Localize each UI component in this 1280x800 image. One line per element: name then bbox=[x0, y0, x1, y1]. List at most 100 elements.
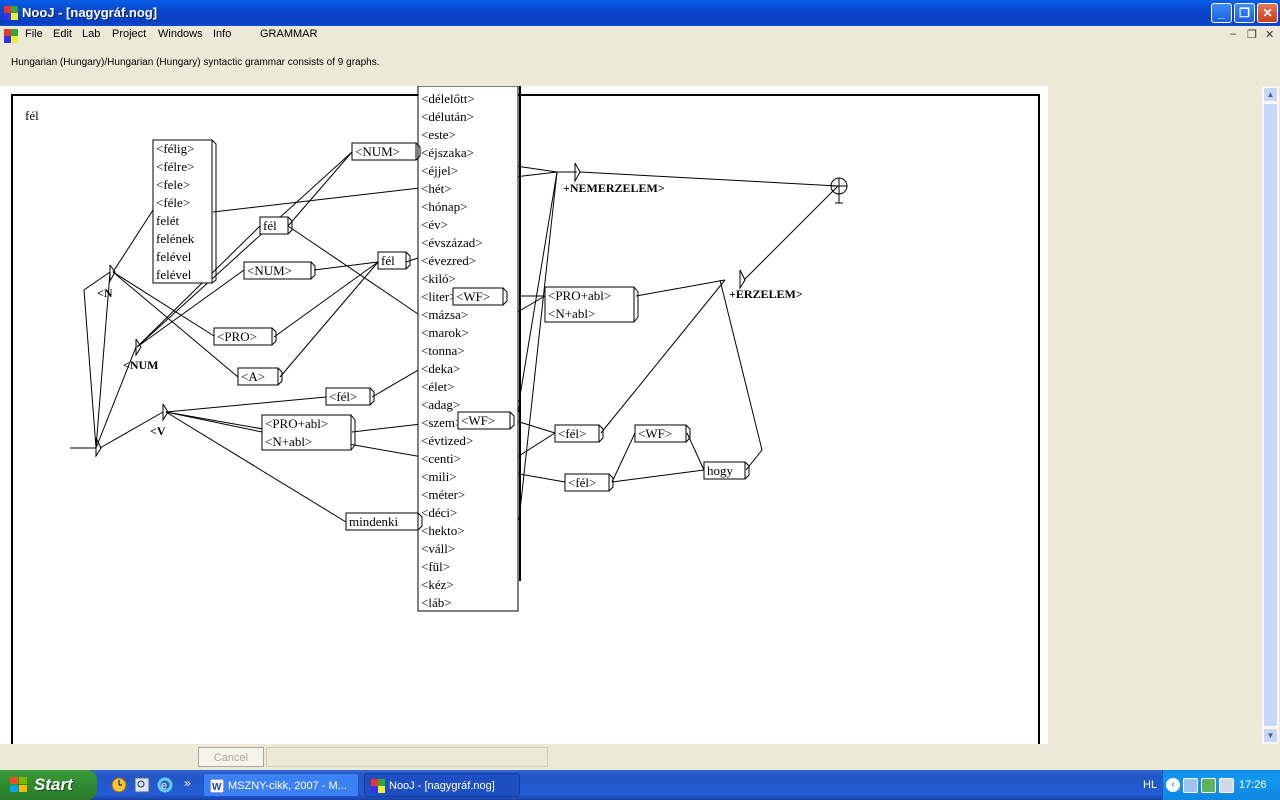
tray-expand-icon[interactable]: ‹ bbox=[1166, 778, 1180, 792]
network-icon[interactable] bbox=[1183, 778, 1198, 793]
quicklaunch-search-icon[interactable] bbox=[134, 777, 150, 793]
svg-text:fél: fél bbox=[381, 253, 395, 268]
svg-text:W: W bbox=[212, 782, 222, 793]
node-fel-e: <fél> bbox=[564, 473, 614, 492]
listbox-a-item: felével bbox=[156, 267, 192, 282]
node-fel-d: <fél> bbox=[554, 424, 604, 443]
security-icon[interactable] bbox=[1201, 778, 1216, 793]
menu-grammar[interactable]: GRAMMAR bbox=[260, 28, 318, 40]
node-wf-b: <WF> bbox=[457, 411, 515, 430]
mdi-close-button[interactable]: ✕ bbox=[1265, 29, 1275, 41]
task-mszny[interactable]: W MSZNY-cikk, 2007 - M... bbox=[203, 773, 359, 797]
window-title: NooJ - [nagygráf.nog] bbox=[22, 5, 158, 20]
label-nemerzelem: +NEMERZELEM> bbox=[563, 181, 665, 195]
menu-file[interactable]: File bbox=[25, 28, 43, 40]
svg-text:<NUM>: <NUM> bbox=[355, 144, 400, 159]
menu-project[interactable]: Project bbox=[112, 28, 147, 40]
window-titlebar[interactable]: NooJ - [nagygráf.nog] _ ❐ ✕ bbox=[0, 0, 1280, 26]
listbox-b-item: <hónap> bbox=[421, 199, 467, 214]
listbox-b-item: <élet> bbox=[421, 379, 454, 394]
svg-text:<PRO>: <PRO> bbox=[217, 329, 257, 344]
listbox-b-item: <deka> bbox=[421, 361, 460, 376]
listbox-b-item: <láb> bbox=[421, 595, 452, 610]
quicklaunch-overflow[interactable]: » bbox=[184, 776, 191, 790]
menu-info[interactable]: Info bbox=[213, 28, 232, 40]
nooj-app-icon bbox=[4, 6, 18, 20]
subgraph-markers bbox=[95, 162, 746, 458]
svg-text:<PRO+abl>: <PRO+abl> bbox=[265, 416, 328, 431]
canvas-gray-area bbox=[1048, 86, 1262, 744]
svg-text:<PRO+abl>: <PRO+abl> bbox=[548, 288, 611, 303]
minimize-button[interactable]: _ bbox=[1211, 3, 1232, 23]
graph-frame bbox=[11, 94, 1040, 744]
listbox-b-item: <kéz> bbox=[421, 577, 454, 592]
mdi-minimize-button[interactable]: – bbox=[1230, 28, 1237, 40]
label-n: <N bbox=[97, 286, 113, 300]
svg-text:<N+abl>: <N+abl> bbox=[548, 306, 595, 321]
listbox-b-item: <centi> bbox=[421, 451, 461, 466]
quicklaunch-ie-icon[interactable]: e bbox=[157, 777, 173, 793]
menu-lab[interactable]: Lab bbox=[82, 28, 101, 40]
node-abl-b: <PRO+abl><N+abl> bbox=[261, 414, 356, 451]
document-icon[interactable] bbox=[4, 29, 18, 43]
menu-edit[interactable]: Edit bbox=[53, 28, 72, 40]
label-num: <NUM bbox=[123, 358, 159, 372]
task-nooj[interactable]: NooJ - [nagygráf.nog] bbox=[364, 773, 520, 797]
scroll-down-icon[interactable]: ▼ bbox=[1263, 728, 1278, 743]
listbox-b-item: <éjszaka> bbox=[421, 145, 474, 160]
listbox-b-item: <hét> bbox=[421, 181, 452, 196]
windows-logo-icon bbox=[10, 777, 27, 792]
close-button[interactable]: ✕ bbox=[1257, 3, 1278, 23]
cancel-button[interactable]: Cancel bbox=[198, 747, 264, 767]
svg-text:hogy: hogy bbox=[707, 463, 734, 478]
svg-text:e: e bbox=[161, 780, 167, 792]
listbox-b-item: <méter> bbox=[421, 487, 465, 502]
node-num-top: <NUM> bbox=[351, 142, 421, 161]
svg-text:<WF>: <WF> bbox=[456, 289, 490, 304]
graph-name: fél bbox=[25, 108, 39, 123]
node-hogy: hogy bbox=[703, 461, 750, 480]
graph-svg[interactable]: fél bbox=[0, 86, 1262, 744]
node-wf-c: <WF> bbox=[634, 424, 691, 443]
listbox-a-item: felét bbox=[156, 213, 179, 228]
listbox-a-item: felével bbox=[156, 249, 192, 264]
volume-icon[interactable] bbox=[1219, 778, 1234, 793]
listbox-b-item: <adag> bbox=[421, 397, 460, 412]
node-fel-a: fél bbox=[259, 216, 293, 235]
listbox-b-item: <délután> bbox=[421, 109, 474, 124]
system-tray: ‹ 17:26 bbox=[1162, 770, 1280, 800]
mdi-restore-button[interactable]: ❐ bbox=[1247, 29, 1257, 41]
status-panel bbox=[266, 747, 548, 767]
terminal-node bbox=[830, 177, 848, 204]
listbox-b-item: <mili> bbox=[421, 469, 457, 484]
listbox-b-item: <fül> bbox=[421, 559, 450, 574]
listbox-b-item: <váll> bbox=[421, 541, 455, 556]
svg-text:<fél>: <fél> bbox=[329, 389, 357, 404]
nooj-task-icon bbox=[371, 779, 385, 793]
listbox-b-item: <éjjel> bbox=[421, 163, 458, 178]
clock: 17:26 bbox=[1239, 779, 1267, 791]
vertical-scrollbar[interactable]: ▲ ▼ bbox=[1262, 86, 1279, 744]
start-button[interactable]: Start bbox=[0, 770, 97, 800]
menu-windows[interactable]: Windows bbox=[158, 28, 203, 40]
node-fel-b: fél bbox=[377, 251, 411, 270]
grammar-info-text: Hungarian (Hungary)/Hungarian (Hungary) … bbox=[11, 57, 380, 68]
word-doc-icon: W bbox=[210, 779, 224, 793]
node-fel-c: <fél> bbox=[325, 387, 375, 406]
node-wf-a: <WF> bbox=[452, 287, 508, 306]
node-a: <A> bbox=[237, 367, 283, 386]
listbox-a-item: <félre> bbox=[156, 159, 194, 174]
language-indicator[interactable]: HL bbox=[1143, 779, 1158, 791]
svg-text:<WF>: <WF> bbox=[638, 426, 672, 441]
listbox-b-item: <hekto> bbox=[421, 523, 465, 538]
restore-button[interactable]: ❐ bbox=[1234, 3, 1255, 23]
listbox-a-item: <féle> bbox=[156, 195, 190, 210]
svg-text:<fél>: <fél> bbox=[558, 426, 586, 441]
node-abl-a: <PRO+abl> <N+abl> bbox=[544, 286, 639, 323]
scroll-thumb[interactable] bbox=[1263, 103, 1278, 727]
svg-text:mindenki: mindenki bbox=[349, 514, 398, 529]
taskbar: Start e » W MSZNY-cikk, 2007 - M... NooJ… bbox=[0, 770, 1280, 800]
quicklaunch-clock-icon[interactable] bbox=[111, 777, 127, 793]
scroll-up-icon[interactable]: ▲ bbox=[1263, 87, 1278, 102]
label-v: <V bbox=[150, 424, 166, 438]
